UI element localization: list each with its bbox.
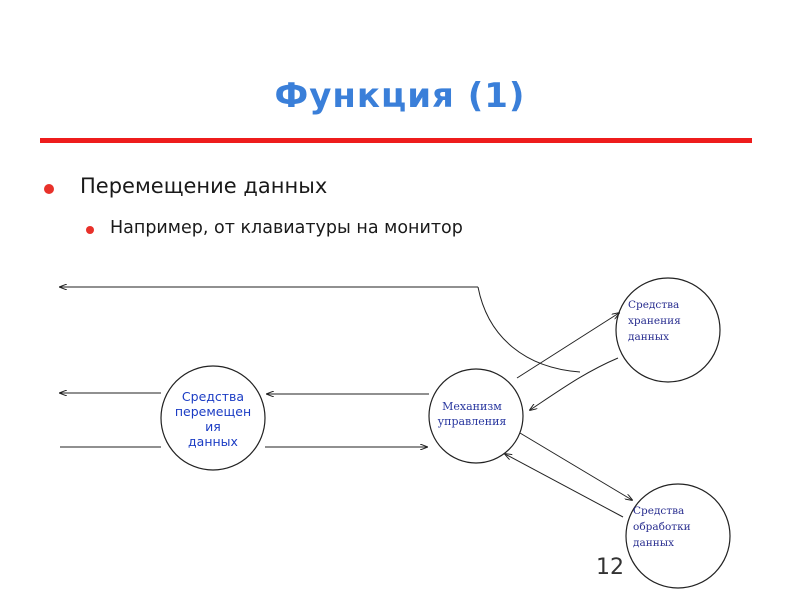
node-storage-circle xyxy=(615,277,721,383)
node-move-label: Средства перемещен ия данных xyxy=(174,389,252,449)
curve-return-path xyxy=(477,286,581,373)
arrow-processing-to-control xyxy=(505,454,624,518)
node-storage-label: Средства хранения данных xyxy=(628,299,681,343)
arrow-storage-to-control xyxy=(530,357,619,410)
node-processing-circle xyxy=(625,483,731,589)
title-divider xyxy=(40,138,752,143)
arrow-control-to-processing xyxy=(519,432,632,500)
node-control-circle xyxy=(428,368,524,464)
node-processing-label: Средства обработки данных xyxy=(633,505,691,549)
bullet-dot xyxy=(86,226,94,234)
bullet-text-level2: Например, от клавиатуры на монитор xyxy=(110,218,463,238)
bullet-dot xyxy=(44,184,54,194)
bullet-text-level1: Перемещение данных xyxy=(80,174,328,198)
arrow-control-to-storage xyxy=(516,313,619,379)
slide-title: Функция (1) xyxy=(274,76,526,116)
page-number: 12 xyxy=(596,555,624,580)
node-control-label: Механизм управления xyxy=(437,400,507,428)
node-move-circle xyxy=(160,365,266,471)
